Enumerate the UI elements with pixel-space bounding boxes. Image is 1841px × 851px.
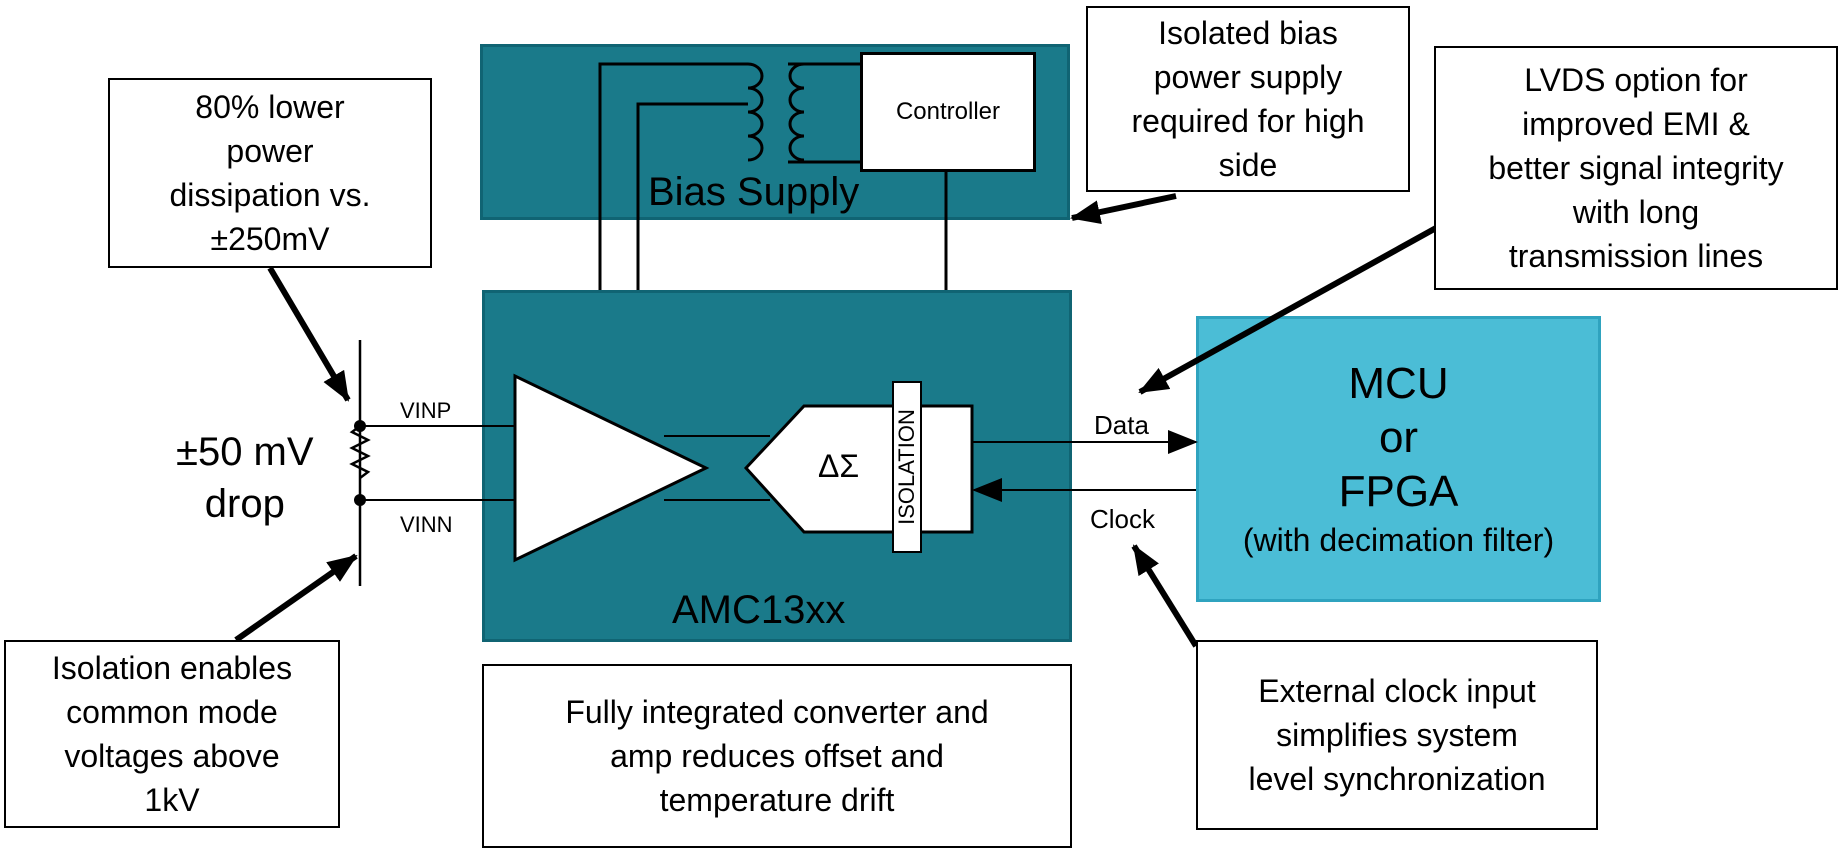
pointer-power-dissipation — [267, 266, 351, 402]
vinp-label: VINP — [400, 398, 452, 423]
callout-lvds: LVDS option for improved EMI & better si… — [1434, 46, 1838, 290]
delta-sigma-label: ΔΣ — [818, 448, 860, 484]
isolation-label: ISOLATION — [894, 409, 919, 525]
fpga-label: FPGA — [1338, 467, 1459, 516]
clock-label: Clock — [1090, 504, 1156, 534]
callout-power-dissipation: 80% lower power dissipation vs. ±250mV — [108, 78, 432, 268]
callout-isolation-enables: Isolation enables common mode voltages a… — [4, 640, 340, 828]
callout-external-clock: External clock input simplifies system l… — [1196, 640, 1598, 830]
amplifier-icon — [513, 373, 710, 563]
amc-label: AMC13xx — [672, 588, 846, 632]
pointer-isolated-bias — [1070, 193, 1177, 224]
data-label: Data — [1094, 410, 1149, 440]
controller-block: Controller — [860, 52, 1036, 172]
callout-isolated-bias: Isolated bias power supply required for … — [1086, 6, 1410, 192]
vinn-label: VINN — [400, 512, 453, 537]
or-label: or — [1378, 413, 1419, 462]
shunt-resistor-icon — [349, 340, 371, 586]
voltage-drop-label: ±50 mV drop — [176, 426, 314, 530]
pointer-external-clock — [1131, 544, 1199, 648]
drop-word: drop — [204, 482, 285, 526]
transformer-icon — [747, 62, 805, 162]
isolation-barrier — [892, 381, 922, 553]
pointer-lvds — [1138, 225, 1438, 395]
pointer-isolation-enables — [234, 553, 358, 643]
drop-value: ±50 mV — [176, 430, 314, 474]
decimation-filter-label: (with decimation filter) — [1242, 522, 1555, 558]
controller-label: Controller — [895, 98, 1001, 125]
callout-fully-integrated: Fully integrated converter and amp reduc… — [482, 664, 1072, 848]
mcu-label: MCU — [1348, 359, 1449, 408]
bias-supply-label: Bias Supply — [648, 170, 860, 214]
bias-supply-wiring — [598, 62, 948, 290]
mcu-fpga-block: MCU or FPGA (with decimation filter) — [1196, 316, 1601, 602]
